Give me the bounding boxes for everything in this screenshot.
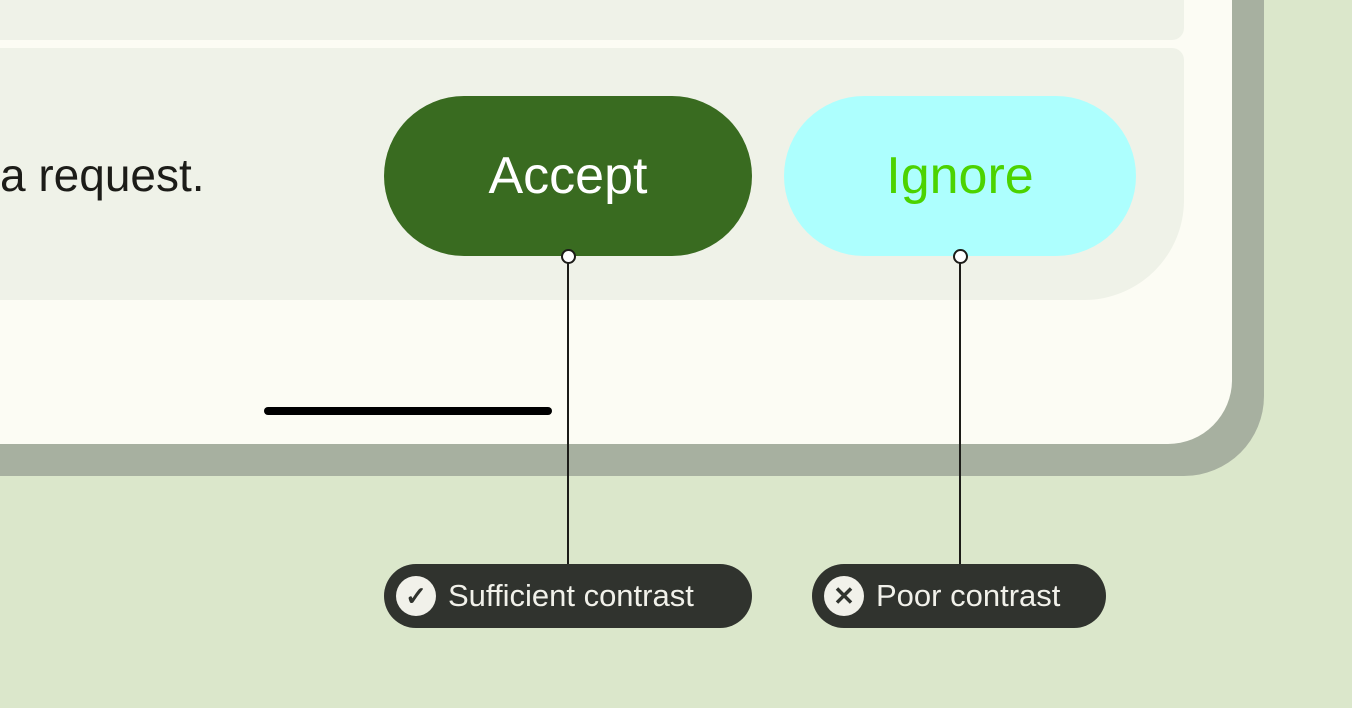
request-message: a request. — [0, 149, 205, 201]
gesture-handle — [264, 407, 552, 415]
callout-dot-ignore — [953, 249, 968, 264]
label-text: Sufficient contrast — [448, 578, 694, 613]
ignore-button[interactable]: Ignore — [784, 96, 1136, 256]
callout-line-accept — [567, 262, 569, 564]
check-icon: ✓ — [396, 576, 436, 616]
sufficient-contrast-label: ✓ Sufficient contrast — [384, 564, 752, 628]
accept-button[interactable]: Accept — [384, 96, 752, 256]
close-icon: ✕ — [824, 576, 864, 616]
label-text: Poor contrast — [876, 578, 1061, 613]
callout-line-ignore — [959, 262, 961, 564]
callout-dot-accept — [561, 249, 576, 264]
poor-contrast-label: ✕ Poor contrast — [812, 564, 1106, 628]
card-top — [0, 0, 1184, 40]
